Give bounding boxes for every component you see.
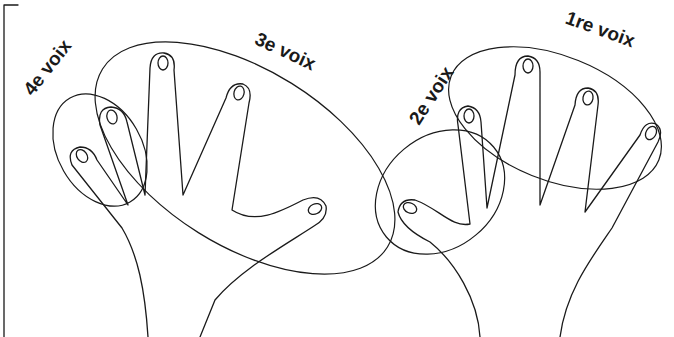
right-hand [398, 56, 661, 337]
voice-group: 3e voix [90, 30, 400, 280]
group-ellipse [20, 30, 155, 215]
ellipse-outline [34, 77, 167, 223]
frame-bracket [4, 5, 18, 337]
group-ellipse [440, 0, 670, 200]
voice-label: 4e voix [20, 36, 76, 100]
ellipse-outline [350, 104, 529, 280]
ellipse-outline [428, 19, 674, 218]
voice-group: 4e voix [20, 30, 155, 215]
left-hand [70, 53, 326, 337]
voice-group: 2e voix [360, 55, 510, 255]
voice-label: 2e voix [406, 63, 459, 128]
ellipse-outline [56, 0, 434, 322]
voice-group: 1re voix [440, 0, 670, 200]
voice-label: 3e voix [251, 29, 318, 75]
voice-label: 1re voix [563, 8, 638, 52]
group-ellipse [90, 30, 400, 280]
fingernails [74, 56, 659, 216]
